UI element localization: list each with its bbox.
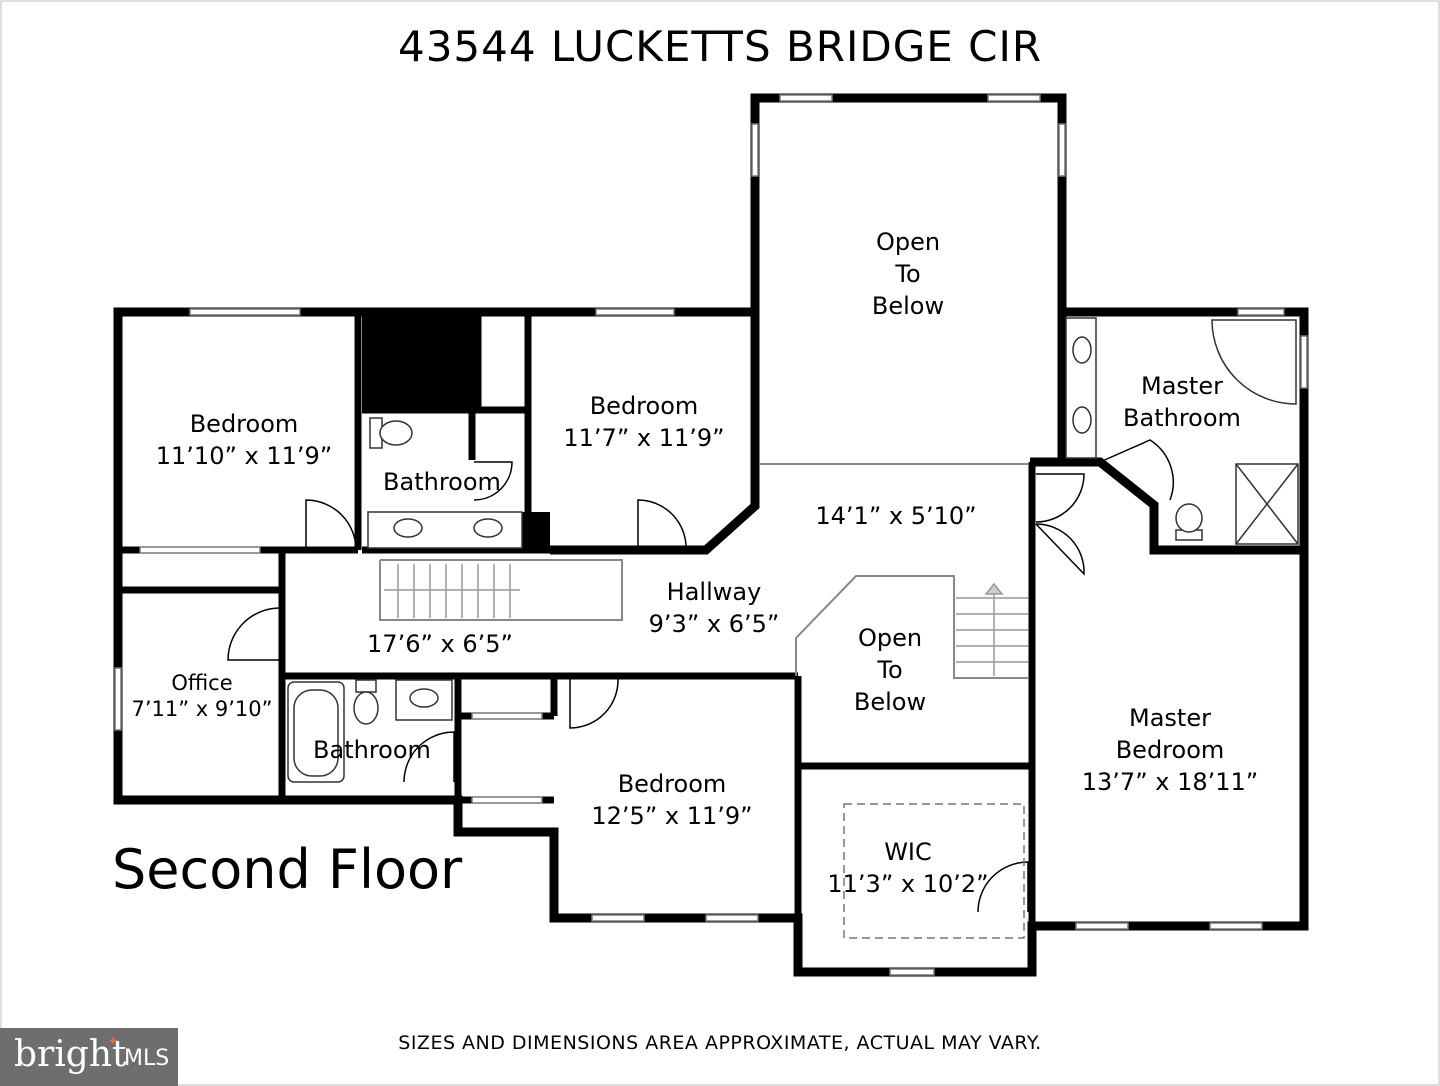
room-bathroom-s-name: Bathroom <box>313 736 431 764</box>
room-bedroom-nw-size: 11’10” x 11’9” <box>156 442 332 470</box>
toilet-bowl-icon <box>379 420 413 446</box>
sink-icon <box>393 518 423 538</box>
room-hallway-size: 9’3” x 6’5” <box>649 610 780 638</box>
sink-icon <box>1072 336 1092 364</box>
wic-shelf-outline <box>843 803 1025 939</box>
room-open-below-mid-l2: To <box>876 656 902 684</box>
room-bedroom-s-name: Bedroom <box>618 770 727 798</box>
logo-suffix: MLS <box>124 1046 170 1071</box>
room-landing-size: 14’1” x 5’10” <box>815 502 976 530</box>
railings <box>379 463 1028 679</box>
room-wic-size: 11’3” x 10’2” <box>827 870 988 898</box>
toilet-bowl-icon <box>353 691 379 725</box>
staircase-upper <box>384 564 520 618</box>
floor-name: Second Floor <box>112 838 463 901</box>
room-wic-name: WIC <box>884 838 932 866</box>
fixtures <box>287 317 1299 783</box>
room-master-bath-l2: Bathroom <box>1123 404 1241 432</box>
room-hallway-name: Hallway <box>667 578 762 606</box>
plan-title: 43544 LUCKETTS BRIDGE CIR <box>397 22 1043 71</box>
room-bedroom-n-size: 11’7” x 11’9” <box>563 424 724 452</box>
chimney-block <box>362 316 476 410</box>
corner-tub-icon <box>1211 319 1297 405</box>
room-office-name: Office <box>171 671 232 695</box>
disclaimer: SIZES AND DIMENSIONS AREA APPROXIMATE, A… <box>398 1032 1042 1054</box>
wall-block <box>522 512 550 548</box>
room-open-below-mid-l3: Below <box>854 688 926 716</box>
bright-mls-logo: bright ✦ MLS <box>0 1028 178 1086</box>
bathtub-icon <box>293 689 339 777</box>
room-master-bed-l1: Master <box>1129 704 1211 732</box>
room-open-below-mid-l1: Open <box>858 624 922 652</box>
room-master-bed-l2: Bedroom <box>1116 736 1225 764</box>
room-bedroom-n-name: Bedroom <box>590 392 699 420</box>
star-icon: ✦ <box>108 1034 119 1048</box>
doors <box>227 439 1174 913</box>
sink-icon <box>409 688 439 708</box>
room-office-size: 7’11” x 9’10” <box>131 697 272 721</box>
sink-icon <box>1072 406 1092 434</box>
room-bedroom-nw-name: Bedroom <box>190 410 299 438</box>
room-open-below-top-l2: To <box>894 260 920 288</box>
staircase-lower <box>956 582 1028 676</box>
windows <box>114 94 1308 976</box>
room-open-below-top-l3: Below <box>872 292 944 320</box>
room-open-below-top-l1: Open <box>876 228 940 256</box>
room-hall-west-size: 17’6” x 6’5” <box>367 630 513 658</box>
room-master-bed-size: 13’7” x 18’11” <box>1082 768 1258 796</box>
sink-icon <box>473 518 503 538</box>
logo-text: bright <box>14 1034 127 1075</box>
room-bathroom-n-name: Bathroom <box>383 468 501 496</box>
toilet-bowl-icon <box>1175 503 1203 533</box>
room-bedroom-s-size: 12’5” x 11’9” <box>591 802 752 830</box>
room-master-bath-l1: Master <box>1141 372 1223 400</box>
